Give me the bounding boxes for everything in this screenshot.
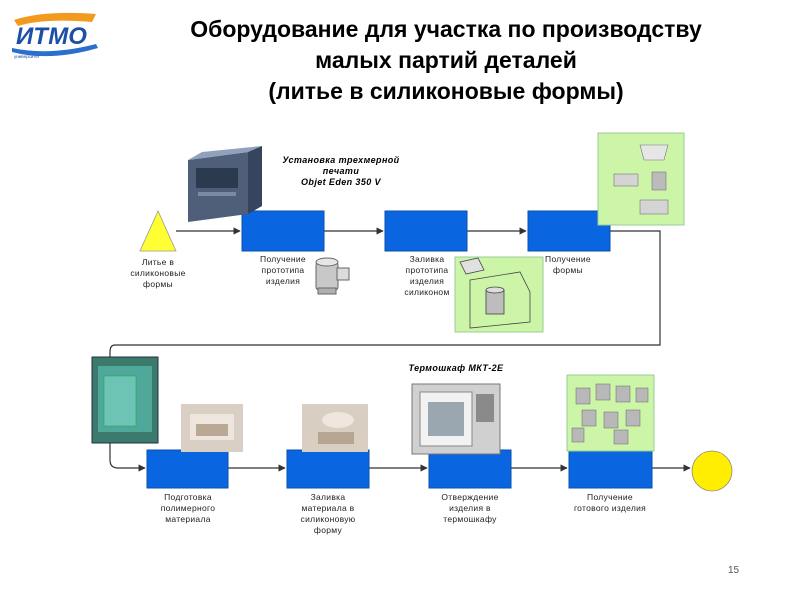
top-caption-3-line-4: силиконом xyxy=(404,287,450,297)
thermal-cabinet-photo xyxy=(411,383,501,455)
top-caption-4-line-2: формы xyxy=(553,265,583,275)
bottom-caption-1-line-2: полимерного xyxy=(160,503,216,513)
top-caption-1-line-2: силиконовые xyxy=(130,268,186,278)
cabinet-photo-left xyxy=(91,356,159,444)
prototype-part-image xyxy=(315,257,350,295)
bottom-caption-2-line-3: силиконовую xyxy=(300,514,356,524)
slide-title: Оборудование для участка по производству… xyxy=(112,14,780,107)
top-process-box-2 xyxy=(384,210,468,252)
title-line-2: малых партий деталей xyxy=(315,47,577,73)
top-process-box-3 xyxy=(527,210,611,252)
printer-label-line-2: печати xyxy=(322,166,360,176)
end-circle xyxy=(691,450,733,492)
page-number: 15 xyxy=(728,565,740,576)
top-caption-4: Получение формы xyxy=(528,254,608,276)
mold-image xyxy=(597,132,685,226)
bottom-process-box-4 xyxy=(568,449,653,489)
bottom-caption-4-line-1: Получение xyxy=(587,492,633,502)
top-caption-2-line-3: изделия xyxy=(265,276,301,286)
bottom-process-box-2 xyxy=(286,449,370,489)
bottom-caption-1-line-3: материала xyxy=(165,514,211,524)
bottom-caption-2-line-1: Заливка xyxy=(310,492,346,502)
bottom-caption-3: Отверждение изделия в термошкафу xyxy=(423,492,517,525)
bottom-caption-1-line-1: Подготовка xyxy=(164,492,212,502)
logo-subtitle: университет xyxy=(14,54,40,59)
bottom-process-box-3 xyxy=(428,449,512,489)
finished-parts-image xyxy=(566,374,655,452)
bottom-caption-4-line-2: готового изделия xyxy=(573,503,647,513)
top-flow-lines xyxy=(109,227,661,472)
bottom-caption-2-line-4: форму xyxy=(313,525,343,535)
top-caption-1-line-3: формы xyxy=(143,279,173,289)
bottom-caption-3-line-3: термошкафу xyxy=(443,514,497,524)
pouring-photo xyxy=(302,404,368,452)
top-process-box-1 xyxy=(241,210,325,252)
bottom-process-box-1 xyxy=(146,449,229,489)
bottom-caption-4: Получение готового изделия xyxy=(560,492,660,514)
printer-label-line-3: Objet Eden 350 V xyxy=(301,177,381,187)
top-caption-2-line-2: прототипа xyxy=(261,265,305,275)
title-line-3: (литье в силиконовые формы) xyxy=(268,78,624,104)
bottom-caption-3-line-2: изделия в xyxy=(449,503,491,513)
bottom-caption-2: Заливка материала в силиконовую форму xyxy=(281,492,375,536)
printer-image xyxy=(188,146,262,222)
silicone-pouring-image xyxy=(454,256,544,333)
title-line-1: Оборудование для участка по производству xyxy=(190,16,702,42)
bottom-caption-1: Подготовка полимерного материала xyxy=(141,492,235,525)
top-caption-3-line-1: Заливка xyxy=(409,254,445,264)
top-caption-1-line-1: Литье в xyxy=(141,257,175,267)
top-caption-2: Получение прототипа изделия xyxy=(243,254,323,287)
itmo-logo: ИТМО университет xyxy=(12,12,98,59)
bottom-caption-3-line-1: Отверждение xyxy=(441,492,499,502)
top-caption-1: Литье в силиконовые формы xyxy=(118,257,198,290)
top-caption-3-line-2: прототипа xyxy=(405,265,449,275)
thermo-cabinet-label: Термошкаф МКТ-2Е xyxy=(408,363,504,373)
material-prep-photo xyxy=(181,404,243,452)
top-caption-3-line-3: изделия xyxy=(409,276,445,286)
printer-label-line-1: Установка трехмерной xyxy=(282,155,400,165)
printer-label: Установка трехмерной печати Objet Eden 3… xyxy=(268,155,414,188)
top-caption-4-line-1: Получение xyxy=(545,254,591,264)
top-caption-2-line-1: Получение xyxy=(260,254,306,264)
start-triangle xyxy=(139,210,177,252)
top-caption-3: Заливка прототипа изделия силиконом xyxy=(387,254,467,298)
logo-text: ИТМО xyxy=(16,23,87,50)
bottom-caption-2-line-2: материала в xyxy=(301,503,355,513)
